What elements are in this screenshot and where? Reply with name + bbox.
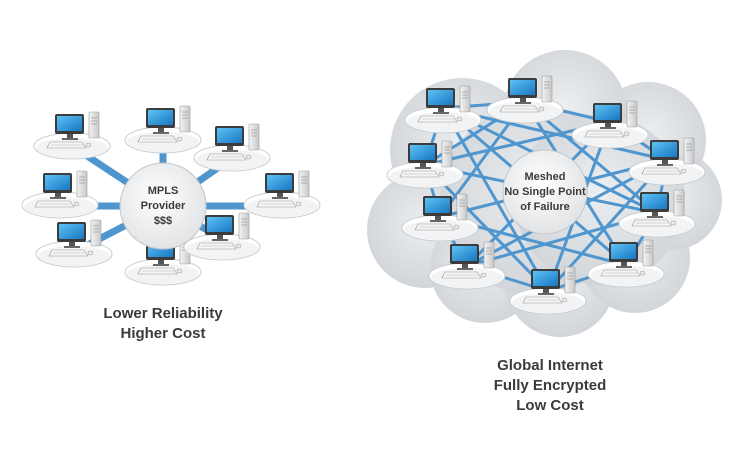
caption-line: Higher Cost bbox=[120, 325, 206, 342]
desktop-computer-icon bbox=[21, 170, 99, 219]
desktop-computer-icon bbox=[243, 170, 321, 219]
caption-line: Low Cost bbox=[516, 397, 584, 414]
internet-caption: Global Internet Fully Encrypted Low Cost bbox=[460, 356, 640, 416]
desktop-computer-icon bbox=[33, 111, 111, 160]
hub-label-line: of Failure bbox=[520, 201, 570, 213]
desktop-computer-icon bbox=[124, 105, 202, 154]
link bbox=[441, 106, 550, 293]
hub-label-line: $$$ bbox=[154, 215, 172, 227]
internet-mesh-network: Meshed No Single Point of Failure bbox=[367, 50, 722, 337]
hub-label-line: Provider bbox=[141, 200, 186, 212]
mpls-network: MPLS Provider $$$ bbox=[21, 105, 321, 286]
caption-line: Fully Encrypted bbox=[493, 377, 607, 394]
desktop-computer-icon bbox=[35, 219, 113, 268]
mesh-hub: Meshed No Single Point of Failure bbox=[502, 149, 588, 235]
hub-label-line: No Single Point bbox=[504, 186, 586, 198]
caption-line: Global Internet bbox=[497, 357, 603, 374]
hub-label-line: Meshed bbox=[525, 171, 566, 183]
hub-label-line: MPLS bbox=[148, 185, 179, 197]
mpls-caption: Lower Reliability Higher Cost bbox=[78, 304, 248, 344]
desktop-computer-icon bbox=[193, 123, 271, 172]
caption-line: Lower Reliability bbox=[103, 305, 223, 322]
mpls-provider-hub: MPLS Provider $$$ bbox=[119, 162, 207, 250]
